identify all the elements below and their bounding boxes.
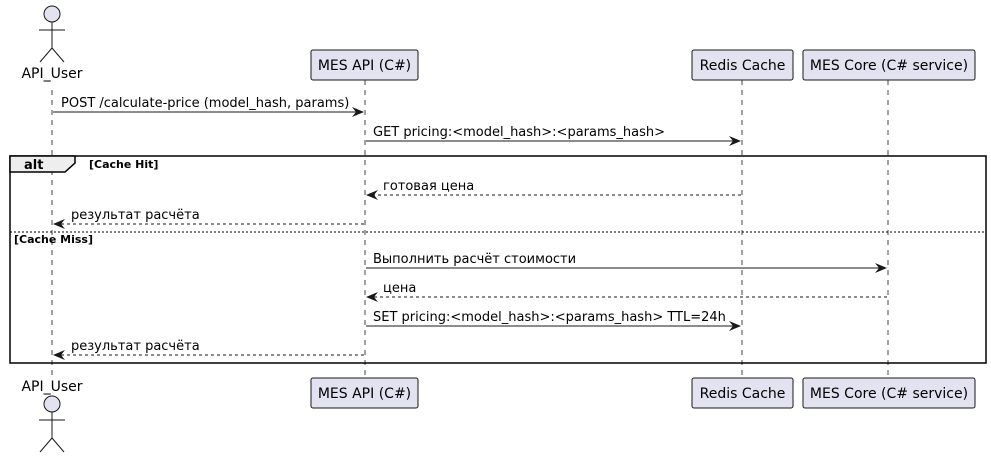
participant-box [802, 377, 976, 409]
participant-label-api-user: API_User [21, 379, 82, 395]
message-calculate-cost: Выполнить расчёт стоимости [366, 252, 887, 273]
message-label: Выполнить расчёт стоимости [373, 252, 576, 267]
message-label: результат расчёта [71, 208, 200, 223]
participant-mes-core-top: MES Core (C# service) [802, 49, 976, 81]
participant-redis-bottom: Redis Cache [691, 377, 794, 409]
participant-label-api-user: API_User [21, 66, 82, 82]
alt-guard-miss: [Cache Miss] [14, 233, 93, 246]
message-label: цена [383, 281, 416, 296]
message-result-miss: результат расчёта [53, 339, 364, 360]
lifelines [51, 80, 889, 378]
participant-box [310, 377, 419, 409]
actor-api-user-bottom: API_User [21, 379, 83, 453]
actor-leg-right [51, 437, 65, 453]
participant-label-mes-api: MES API (C#) [318, 58, 411, 74]
alt-keyword: alt [24, 158, 43, 173]
message-label: GET pricing:<model_hash>:<params_hash> [373, 125, 665, 140]
actor-leg-right [51, 47, 65, 63]
participant-label-mes-api: MES API (C#) [318, 386, 411, 402]
participant-box [310, 49, 419, 81]
participant-mes-api-top: MES API (C#) [310, 49, 419, 81]
alt-tab [9, 155, 76, 173]
message-result-hit: результат расчёта [53, 208, 364, 229]
message-price: цена [366, 281, 887, 302]
participant-label-mes-core: MES Core (C# service) [810, 58, 968, 74]
participant-redis-top: Redis Cache [691, 49, 794, 81]
message-label: готовая цена [383, 179, 474, 194]
actor-head [43, 5, 61, 23]
message-label: результат расчёта [71, 339, 200, 354]
actor-api-user-top: API_User [21, 5, 83, 82]
participant-box [691, 377, 794, 409]
participant-mes-api-bottom: MES API (C#) [310, 377, 419, 409]
message-ready-price: готовая цена [366, 179, 741, 200]
participant-box [691, 49, 794, 81]
actor-head [43, 395, 61, 413]
participant-box [802, 49, 976, 81]
message-label: POST /calculate-price (model_hash, param… [61, 96, 349, 111]
alt-fragment: alt [Cache Hit] [Cache Miss] [9, 155, 987, 364]
message-get-pricing: GET pricing:<model_hash>:<params_hash> [366, 125, 741, 146]
actor-leg-left [39, 437, 53, 453]
participant-label-mes-core: MES Core (C# service) [810, 386, 968, 402]
message-set-pricing: SET pricing:<model_hash>:<params_hash> T… [366, 310, 741, 331]
actor-leg-left [39, 47, 53, 63]
alt-guard-hit: [Cache Hit] [89, 158, 158, 171]
message-label: SET pricing:<model_hash>:<params_hash> T… [373, 310, 726, 325]
participant-label-redis: Redis Cache [700, 386, 786, 402]
participant-label-redis: Redis Cache [700, 58, 786, 74]
alt-frame [9, 155, 987, 364]
participant-mes-core-bottom: MES Core (C# service) [802, 377, 976, 409]
message-post-calculate-price: POST /calculate-price (model_hash, param… [53, 96, 364, 117]
